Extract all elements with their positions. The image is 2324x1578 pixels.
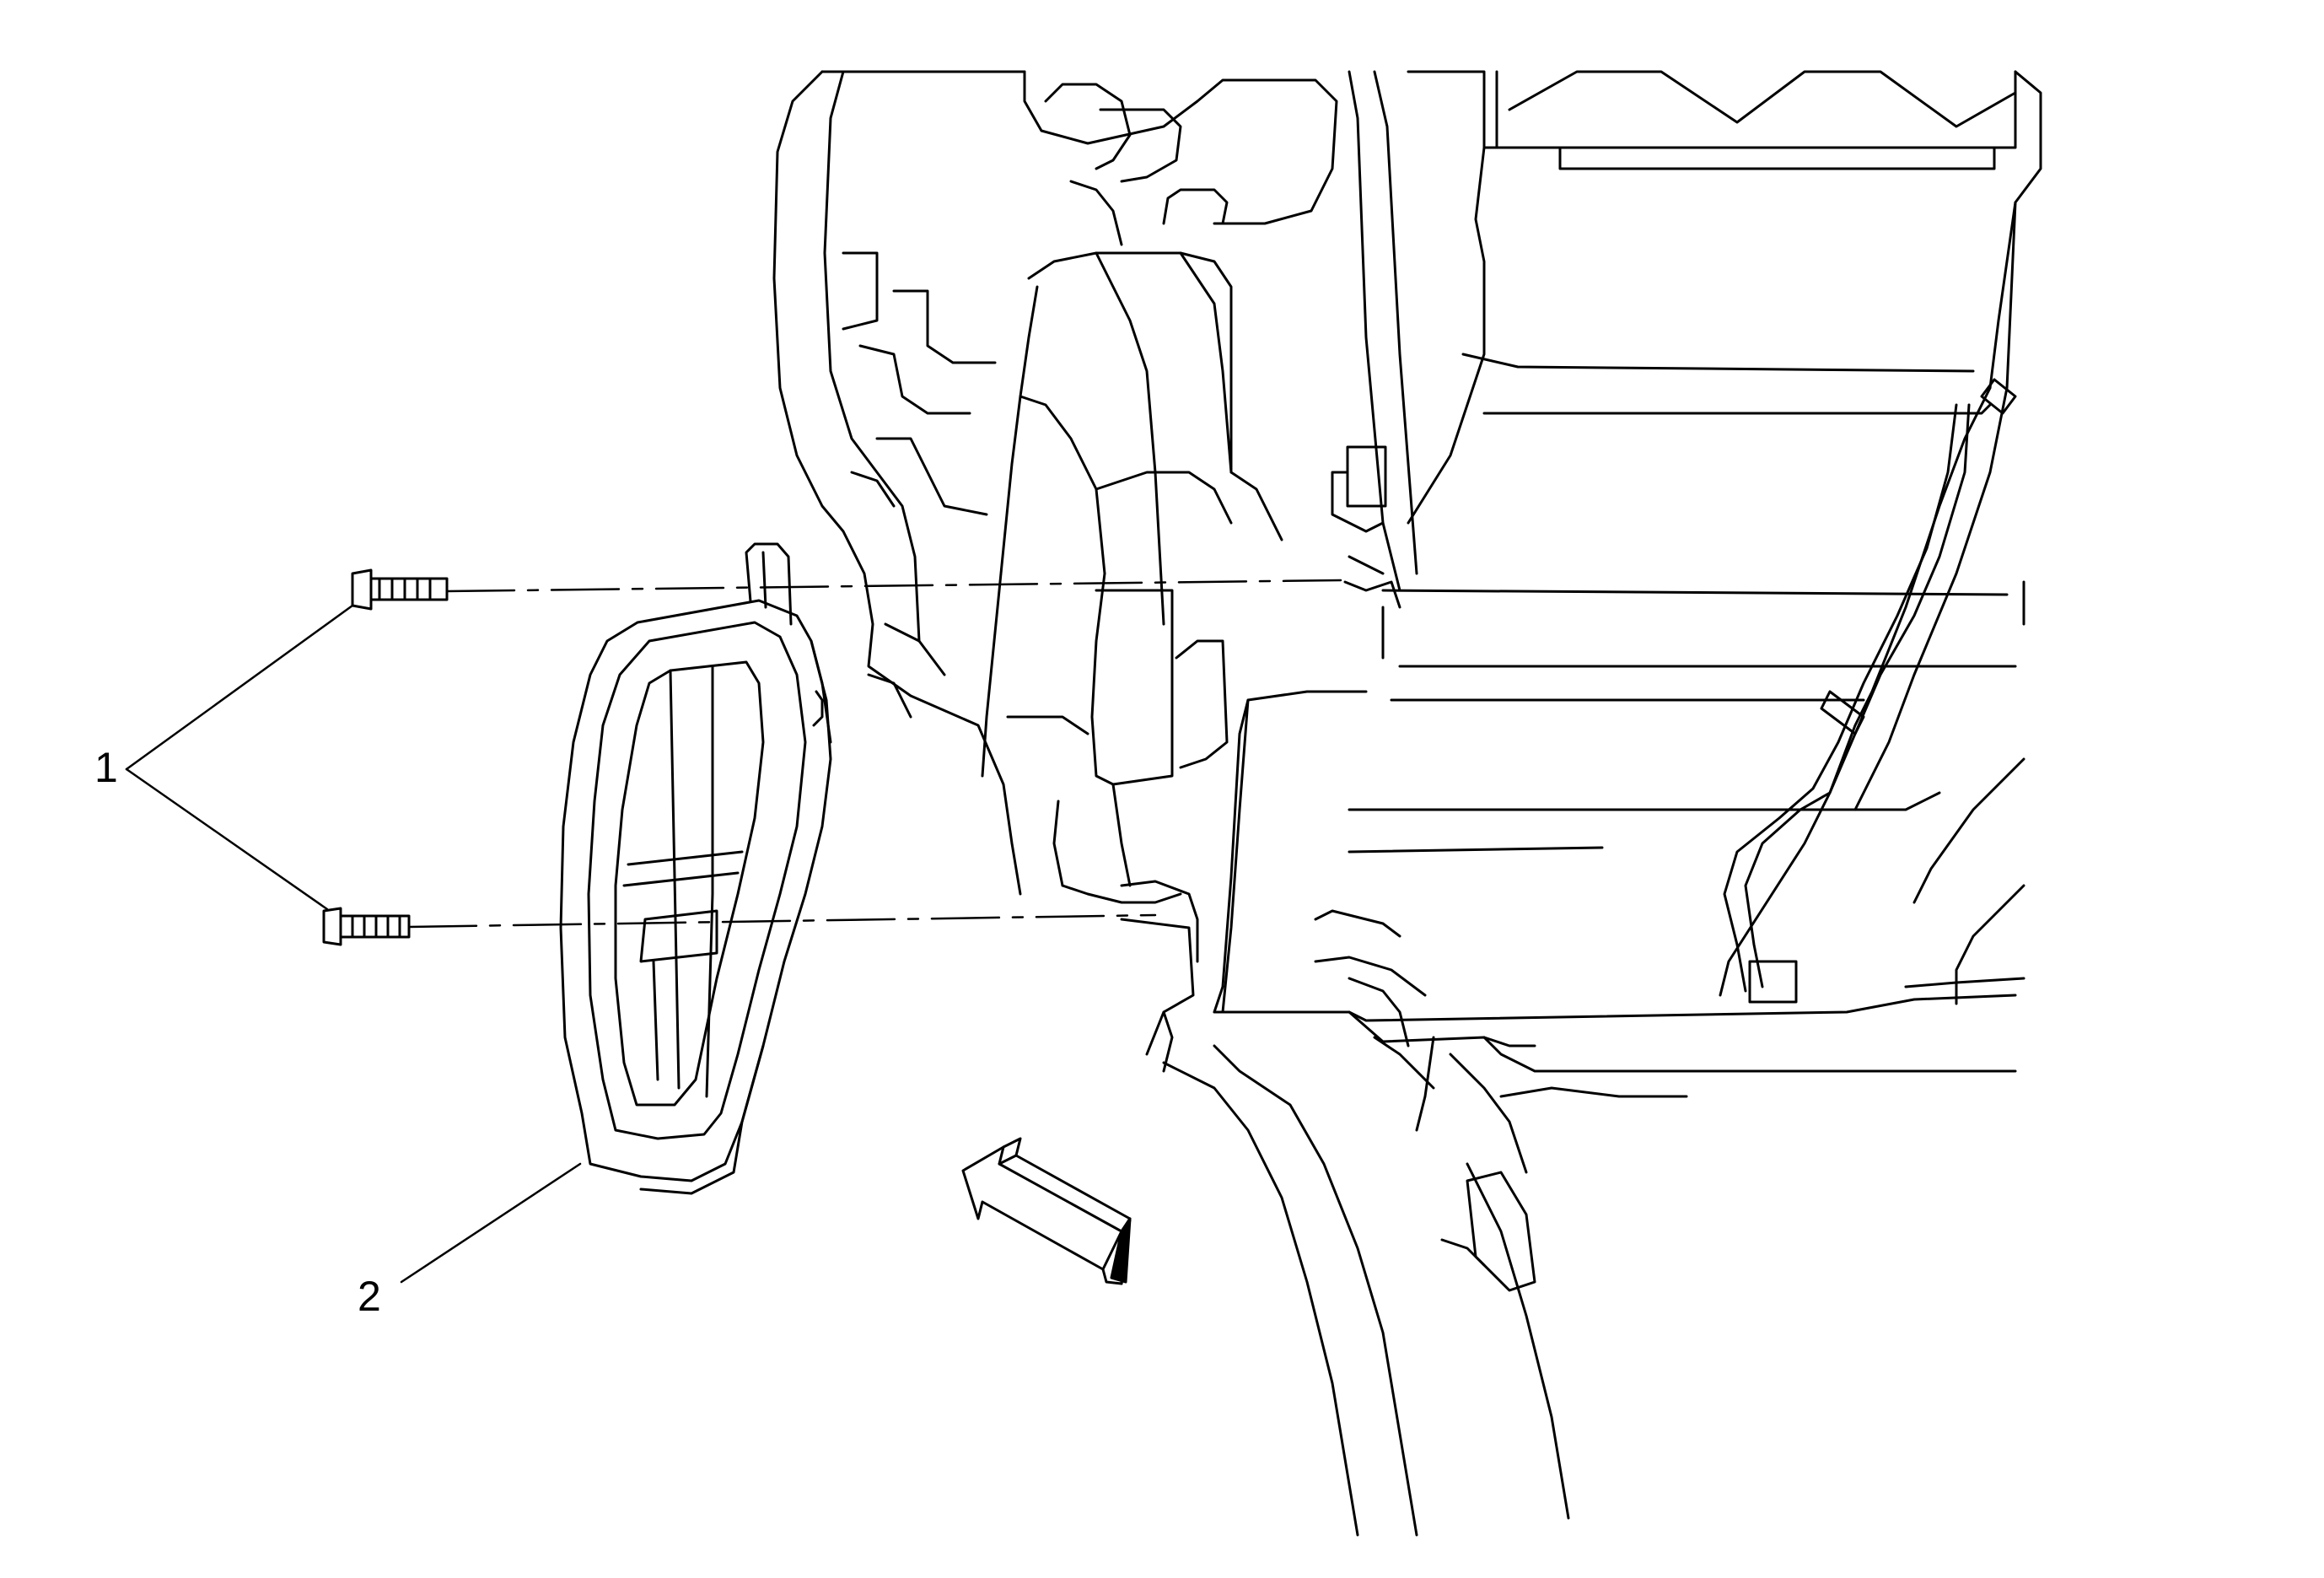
screw-lower	[322, 907, 411, 946]
leader-line-1-lower	[125, 767, 329, 911]
alignment-lines	[407, 579, 1342, 929]
leader-line-1-upper	[125, 604, 354, 771]
callout-label-1: 1	[94, 744, 118, 791]
view-direction-arrow-icon	[961, 1137, 1132, 1285]
leader-line-2	[400, 1162, 582, 1284]
hvac-housing	[772, 70, 2042, 1537]
screw-upper	[351, 568, 449, 611]
alignment-line-upper	[445, 579, 1342, 593]
callout-label-2: 2	[358, 1273, 381, 1320]
filter-access-door	[559, 542, 832, 1195]
leader-lines	[125, 604, 582, 1284]
alignment-line-lower	[407, 913, 1157, 929]
